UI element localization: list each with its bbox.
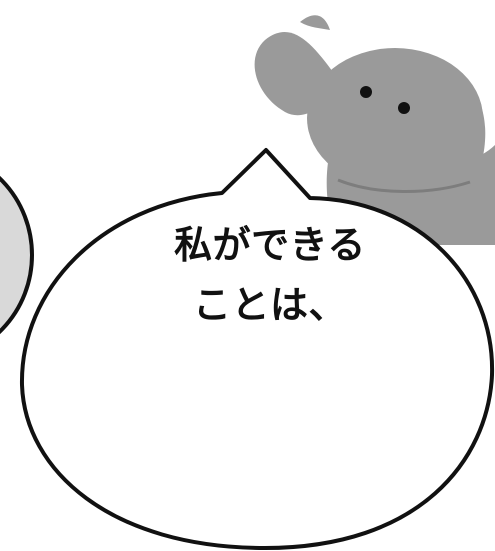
left-partial-circle [0,175,34,335]
speech-bubble-text: 私ができる ことは、 [150,215,390,335]
bubble-line-2: ことは、 [192,283,347,327]
speech-bubble [19,148,495,550]
bubble-line-1: 私ができる [174,223,366,267]
elephant-icon [254,15,495,245]
